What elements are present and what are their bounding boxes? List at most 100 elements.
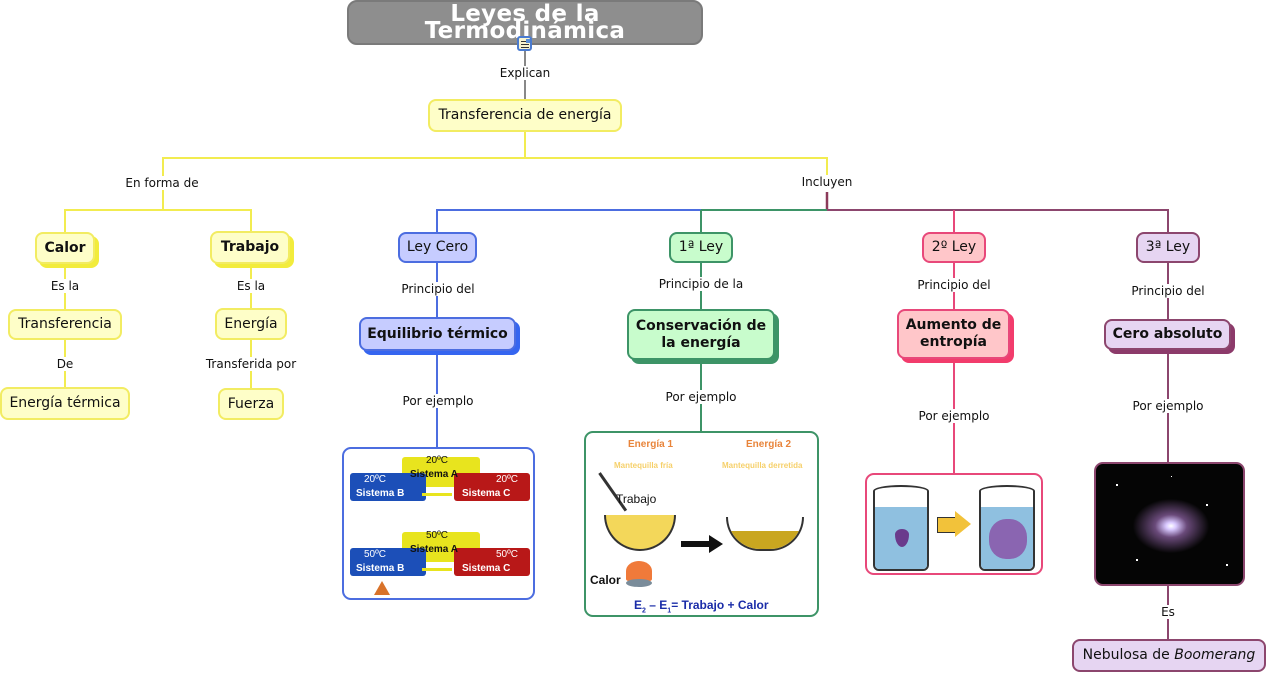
block-sistema-b	[350, 548, 426, 576]
eq-part: E	[634, 598, 643, 612]
ink-drop-icon	[895, 529, 909, 547]
connector-line	[64, 209, 252, 232]
block-sistema-b	[350, 473, 426, 501]
node-label: 3ª Ley	[1145, 239, 1191, 255]
node-label: Cero absoluto	[1112, 326, 1223, 342]
node-ley-3[interactable]: 3ª Ley	[1136, 232, 1200, 263]
node-ley-1[interactable]: 1ª Ley	[669, 232, 733, 263]
node-label: Transferencia de energía	[438, 107, 612, 123]
image-nebulosa[interactable]	[1094, 462, 1245, 586]
link-label: Por ejemplo	[917, 409, 991, 423]
link-label: Por ejemplo	[401, 394, 475, 408]
link-label: En forma de	[124, 176, 200, 190]
node-label: Energía	[224, 315, 278, 332]
node-ley-cero[interactable]: Ley Cero	[398, 232, 477, 263]
node-transferencia[interactable]: Transferencia	[8, 309, 122, 340]
link-label: Principio de la	[657, 277, 745, 291]
eq-part: 2	[642, 607, 646, 615]
link-label: Por ejemplo	[664, 390, 738, 404]
eq-part: 1	[667, 607, 672, 615]
node-label: Transferencia	[18, 316, 112, 332]
node-label: Calor	[44, 239, 86, 256]
double-arrow-icon	[422, 568, 452, 571]
node-conservacion-energia[interactable]: Conservación de la energía	[627, 309, 775, 360]
map-title: Leyes de la Termodinámica	[424, 0, 626, 44]
arrow-icon	[681, 541, 709, 547]
eq-part: – E	[645, 598, 668, 612]
resource-document-icon[interactable]	[517, 36, 532, 51]
link-label: Incluyen	[800, 175, 854, 189]
link-label: Principio del	[1130, 284, 1206, 298]
arrow-icon	[937, 517, 957, 533]
state-label: Mantequilla fría	[614, 461, 673, 470]
node-fuerza[interactable]: Fuerza	[218, 388, 284, 420]
fire-icon	[374, 581, 390, 595]
node-cero-absoluto[interactable]: Cero absoluto	[1104, 319, 1231, 350]
state-label: Mantequilla derretida	[722, 461, 803, 470]
block-sistema-c	[454, 548, 530, 576]
energy-equation: E2 – E1= Trabajo + Calor	[634, 598, 769, 614]
node-label: Conservación de	[635, 317, 767, 334]
heat-label: Calor	[590, 573, 621, 587]
link-label: Principio del	[916, 278, 992, 292]
node-label: Ley Cero	[406, 239, 469, 255]
node-label: la energía	[661, 334, 741, 351]
system-label: Sistema C	[462, 563, 511, 574]
node-label: Equilibrio térmico	[367, 325, 508, 342]
image-aumento-entropia[interactable]	[865, 473, 1043, 575]
energy-label: Energía 2	[746, 439, 792, 450]
temp-label: 20ºC	[496, 474, 518, 485]
node-label: 2º Ley	[931, 239, 977, 255]
link-label: Es la	[235, 279, 267, 293]
node-label-prefix: Nebulosa de	[1082, 647, 1175, 663]
temp-label: 20ºC	[364, 474, 386, 485]
double-arrow-icon	[422, 493, 452, 496]
node-energia[interactable]: Energía	[215, 308, 287, 340]
link-label: Es la	[49, 279, 81, 293]
image-equilibrio-termico[interactable]: 20ºC Sistema A 20ºC 20ºC Sistema B Siste…	[342, 447, 535, 600]
node-label: Trabajo	[220, 239, 280, 255]
system-label: Sistema B	[356, 563, 405, 574]
node-calor[interactable]: Calor	[35, 232, 95, 264]
node-equilibrio-termico[interactable]: Equilibrio térmico	[359, 317, 516, 351]
system-label: Sistema B	[356, 488, 405, 499]
connector-line	[162, 132, 526, 210]
arrow-head	[955, 511, 971, 537]
map-title-node[interactable]: Leyes de la Termodinámica	[347, 0, 703, 45]
connector-line	[525, 157, 828, 182]
flame-icon	[626, 561, 652, 581]
temp-label: 50ºC	[426, 530, 448, 541]
block-sistema-c	[454, 473, 530, 501]
temp-label: 50ºC	[364, 549, 386, 560]
system-label: Sistema C	[462, 488, 511, 499]
image-conservacion-energia[interactable]: Energía 1 Energía 2 Mantequilla fría Man…	[584, 431, 819, 617]
node-label: Aumento de	[905, 317, 1002, 333]
node-ley-2[interactable]: 2º Ley	[922, 232, 986, 263]
temp-label: 20ºC	[426, 455, 448, 466]
bowl-cold-butter-icon	[604, 515, 676, 551]
link-label: Principio del	[400, 282, 476, 296]
link-label: Es	[1160, 605, 1176, 619]
eq-part: = Trabajo + Calor	[671, 598, 769, 612]
node-nebulosa-boomerang[interactable]: Nebulosa de Boomerang	[1072, 639, 1266, 672]
node-aumento-entropia[interactable]: Aumento de entropía	[897, 309, 1010, 359]
node-transferencia-energia[interactable]: Transferencia de energía	[428, 99, 622, 132]
temp-label: 50ºC	[496, 549, 518, 560]
node-trabajo[interactable]: Trabajo	[210, 231, 290, 264]
system-label: Sistema A	[410, 544, 458, 555]
arrow-head	[709, 535, 723, 553]
energy-label: Energía 1	[628, 439, 674, 450]
link-label: Por ejemplo	[1131, 399, 1205, 413]
node-label: Fuerza	[227, 395, 275, 412]
glass-icon	[873, 485, 929, 571]
node-label: Nebulosa de Boomerang	[1083, 647, 1256, 664]
node-energia-termica[interactable]: Energía térmica	[0, 387, 130, 420]
node-label-italic: Boomerang	[1174, 647, 1256, 663]
connector-line	[436, 209, 701, 232]
node-label: Energía térmica	[9, 395, 121, 411]
burner-icon	[626, 579, 652, 587]
diffused-ink-icon	[989, 519, 1027, 559]
work-label: Trabajo	[616, 492, 657, 506]
glass-icon	[979, 485, 1035, 571]
system-label: Sistema A	[410, 469, 458, 480]
